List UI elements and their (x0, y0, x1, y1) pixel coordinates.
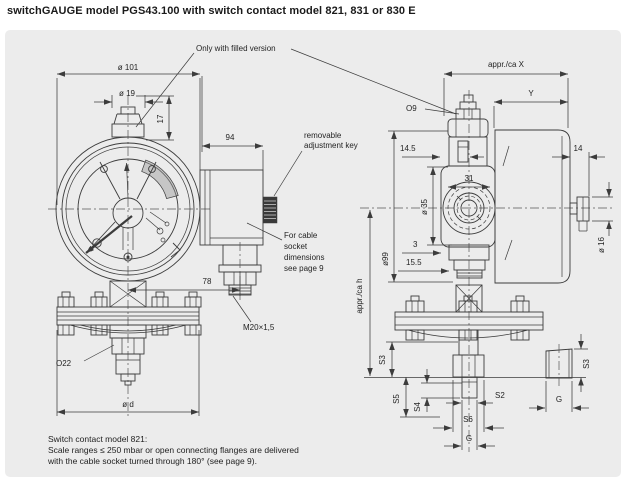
weld-socket-part (545, 344, 573, 386)
dim-s2: S2 (495, 391, 505, 400)
dim-14: 14 (574, 144, 583, 153)
case-side (494, 129, 571, 284)
flange-bolts-side (405, 295, 530, 341)
adjustment-key-knob (262, 196, 278, 224)
dim-dia101: ø 101 (118, 63, 139, 72)
dim-x: appr./ca X (488, 60, 525, 69)
vent-valve (447, 94, 489, 138)
switch-housing-front (199, 169, 278, 246)
note-cable-1: For cable (284, 231, 318, 240)
diaphragm-flange-front (56, 280, 202, 386)
switch-housing-side (440, 136, 496, 279)
flange-bolts-front (57, 291, 202, 336)
front-notes: Only with filled version removable adjus… (135, 44, 457, 273)
note-cable-2: socket (284, 242, 308, 251)
dim-g-center: G (466, 434, 472, 443)
note-cable-4: see page 9 (284, 264, 324, 273)
footer-line-2: Scale ranges ≤ 250 mbar or open connecti… (48, 445, 299, 455)
gauge-mechanism (85, 159, 181, 262)
note-cable-3: dimensions (284, 253, 324, 262)
dim-17: 17 (156, 114, 165, 123)
dim-y: Y (528, 89, 534, 98)
footer-line-3: with the cable socket turned through 180… (48, 456, 257, 466)
dim-94: 94 (226, 133, 235, 142)
flange-side (364, 284, 586, 399)
dim-s4: S4 (413, 402, 422, 412)
dim-dia16: ø 16 (597, 236, 606, 253)
dim-31: 31 (465, 174, 474, 183)
dim-dia99: ø99 (381, 252, 390, 266)
dim-m20: M20×1,5 (243, 323, 275, 332)
dim-15-5: 15.5 (406, 258, 422, 267)
side-view: appr./ca X Y O9 14.5 31 ø 35 3 15.5 (355, 60, 614, 452)
note-adj-key-2: adjustment key (304, 141, 358, 150)
dim-s6: S6 (463, 415, 473, 424)
dim-78: 78 (203, 277, 212, 286)
dim-dia-d: ø d (122, 400, 134, 409)
fill-plug (111, 106, 145, 138)
note-filled-version: Only with filled version (196, 44, 276, 53)
dim-h: appr./ca h (355, 278, 364, 313)
dim-14-5: 14.5 (400, 144, 416, 153)
dim-3: 3 (413, 240, 418, 249)
dim-dia35: ø 35 (420, 198, 429, 215)
adjustment-key-side (569, 196, 590, 232)
note-adj-key-1: removable (304, 131, 342, 140)
dim-dia19: ø 19 (119, 89, 136, 98)
side-dimensions: appr./ca X Y O9 14.5 31 ø 35 3 15.5 (355, 60, 613, 450)
front-view: ø 101 ø 19 17 94 78 (48, 44, 457, 418)
front-dimensions: ø 101 ø 19 17 94 78 (56, 63, 275, 416)
footer-note: Switch contact model 821: Scale ranges ≤… (48, 434, 299, 467)
dim-o22: O22 (56, 359, 72, 368)
dim-s5: S5 (392, 394, 401, 404)
dim-s3-right: S3 (582, 359, 591, 369)
dim-g-right: G (556, 395, 562, 404)
footer-line-1: Switch contact model 821: (48, 434, 148, 444)
dim-s3-left: S3 (378, 355, 387, 365)
dim-o9: O9 (406, 104, 417, 113)
page-title: switchGAUGE model PGS43.100 with switch … (7, 5, 416, 17)
